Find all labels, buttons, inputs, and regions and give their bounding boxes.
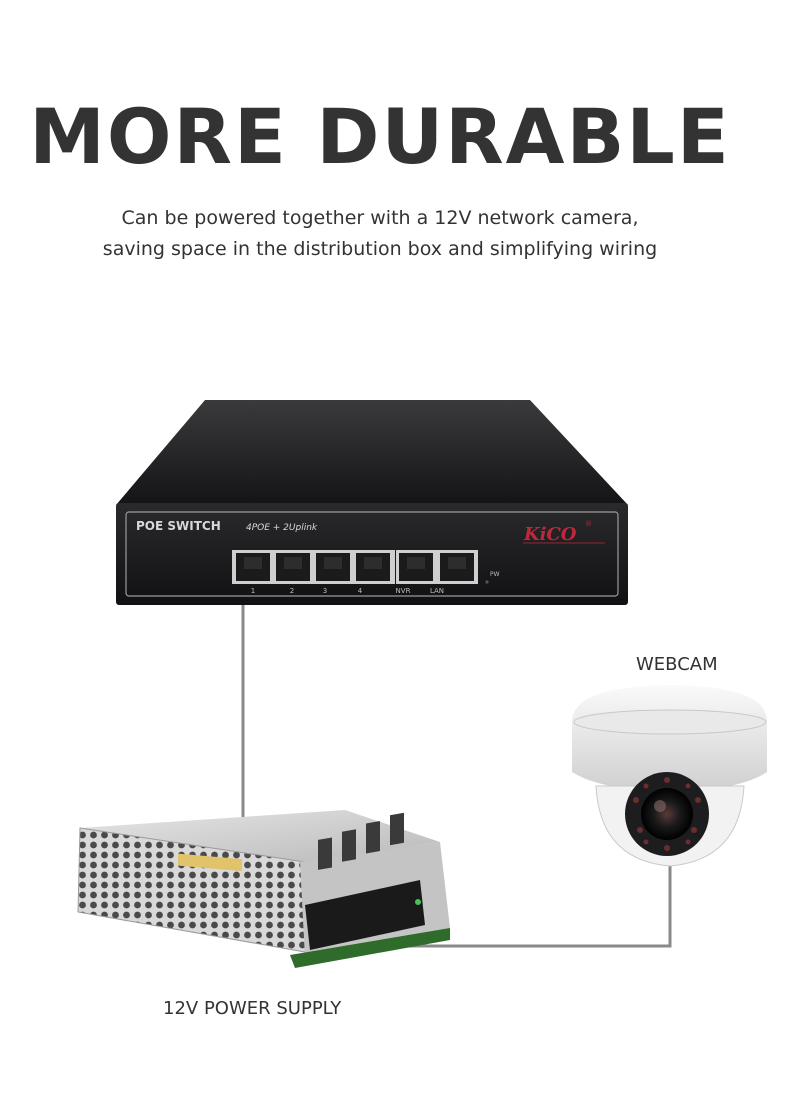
port-label: NVR: [396, 587, 411, 595]
power-led-icon: [485, 580, 489, 584]
power-led-label: PW: [490, 571, 500, 578]
rj45-port: [316, 553, 350, 581]
page-headline: MORE DURABLE: [29, 92, 731, 181]
brand-logo: KiCO: [523, 524, 577, 545]
cable-psu-to-webcam: [380, 858, 672, 948]
port-label: 4: [358, 587, 363, 595]
port-label: LAN: [430, 587, 444, 595]
webcam: [572, 685, 767, 867]
port-label: 2: [290, 587, 294, 595]
subtitle-line-2: saving space in the distribution box and…: [102, 238, 658, 260]
subtitle-line-1: Can be powered together with a 12V netwo…: [121, 207, 639, 229]
port-label: 1: [251, 587, 255, 595]
rj45-port: [236, 553, 270, 581]
switch-subtitle: 4POE + 2Uplink: [246, 523, 318, 533]
rj45-port: [276, 553, 310, 581]
psu-led-icon: [415, 899, 421, 905]
switch-title: POE SWITCH: [136, 519, 221, 533]
brand-registered-mark: ®: [585, 520, 592, 528]
power-supply: [77, 810, 450, 968]
rj45-port: [399, 553, 433, 581]
rj45-port: [356, 553, 390, 581]
rj45-port: [440, 553, 474, 581]
webcam-label: WEBCAM: [636, 654, 718, 675]
port-label: 3: [323, 587, 327, 595]
power-supply-label: 12V POWER SUPPLY: [163, 998, 342, 1019]
page-subtitle: Can be powered together with a 12V netwo…: [0, 203, 760, 265]
poe-switch: POE SWITCH 4POE + 2Uplink KiCO ®: [116, 400, 628, 605]
